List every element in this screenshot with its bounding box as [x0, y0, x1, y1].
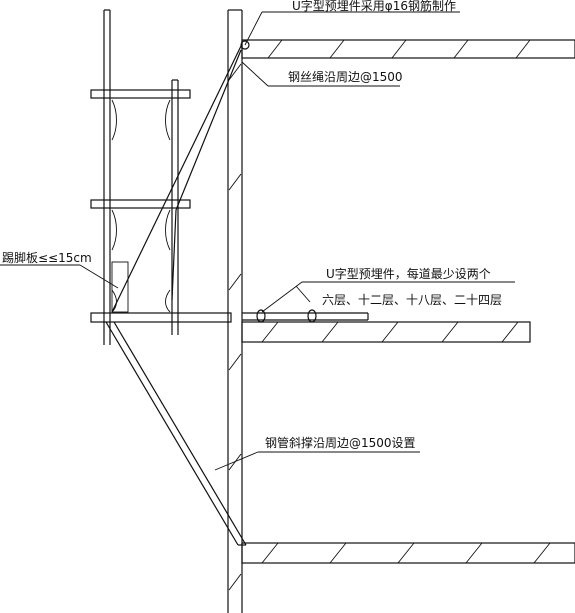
label-steel-brace: 钢管斜撑沿周边@1500设置	[265, 435, 416, 450]
floor-slab-bottom	[241, 542, 575, 564]
label-wire-rope: 钢丝绳沿周边@1500	[288, 70, 403, 84]
label-floors: 六层、十二层、十八层、二十四层	[322, 293, 502, 307]
wire-rope	[111, 45, 242, 313]
safety-net	[111, 99, 171, 313]
scaffold-ledgers	[90, 89, 232, 323]
label-u-embed-note: U字型预埋件，每道最少设两个	[326, 266, 491, 281]
wall-column	[227, 9, 243, 613]
u-embed-parts	[240, 40, 369, 323]
label-toe-board: 踢脚板≤≤15cm	[2, 250, 92, 265]
floor-slab-middle	[241, 321, 531, 343]
label-u-embed-top: U字型预埋件采用φ16钢筋制作	[292, 0, 456, 13]
steel-diagonal-brace	[105, 321, 247, 546]
leader-lines	[0, 11, 515, 471]
floor-slab-top	[241, 39, 575, 59]
